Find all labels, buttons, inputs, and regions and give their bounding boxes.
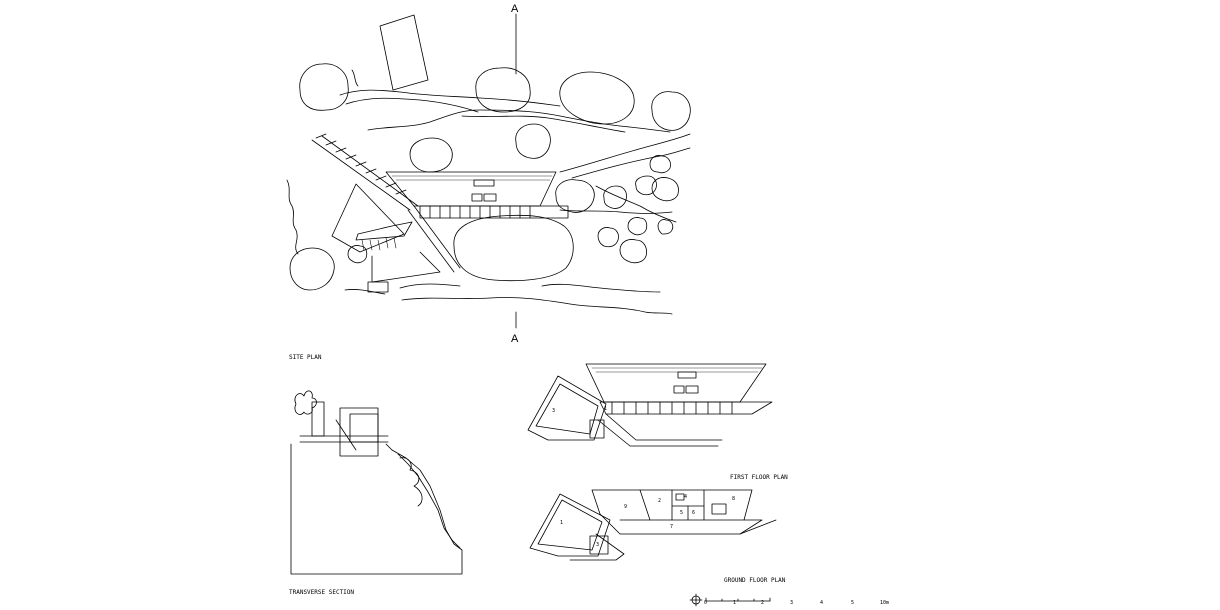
ground-floor-plan xyxy=(529,489,777,561)
tree xyxy=(475,67,531,113)
section-building-wing xyxy=(349,413,379,443)
gf-room-number: 5 xyxy=(680,510,683,516)
ff-skylight xyxy=(685,385,699,394)
site-plan-label: SITE PLAN xyxy=(289,354,322,361)
gf-fixture xyxy=(675,493,685,501)
tree xyxy=(627,217,648,236)
gf-stair-box xyxy=(589,535,609,555)
transverse-section xyxy=(290,390,463,575)
tilted-pad xyxy=(379,14,429,91)
gf-stair-ramp xyxy=(569,533,625,561)
gf-room-number: 6 xyxy=(692,510,695,516)
tree xyxy=(651,91,691,131)
gf-fixture xyxy=(711,503,727,515)
site-small-steps xyxy=(367,281,389,293)
gf-room-number: 4 xyxy=(684,494,687,500)
section-tree xyxy=(294,390,317,415)
transverse-section-label: TRANSVERSE SECTION xyxy=(289,589,354,596)
ff-roof-texture xyxy=(591,367,763,373)
gf-room-number: 2 xyxy=(658,498,661,504)
section-marker-top: A xyxy=(511,3,519,15)
tree xyxy=(597,227,619,248)
secondary-roof-annex xyxy=(355,221,413,241)
main-roof-texture xyxy=(391,175,553,181)
section-vegetation xyxy=(399,457,423,507)
first-floor-plan xyxy=(527,363,773,447)
scale-tick-label: 0 xyxy=(704,600,707,606)
gf-wall xyxy=(639,489,651,521)
ff-wing-inner xyxy=(535,383,599,435)
section-marker-bottom: A xyxy=(511,333,519,345)
gf-room-number: 8 xyxy=(732,496,735,502)
ff-main-roof xyxy=(585,363,767,403)
gf-room-number: 9 xyxy=(624,504,627,510)
contour-lines xyxy=(339,89,691,315)
ff-stair-box xyxy=(589,419,605,439)
scale-tick-label: 2 xyxy=(761,600,764,606)
tree xyxy=(651,177,679,202)
gf-room-number: 1 xyxy=(560,520,563,526)
ramp-line xyxy=(413,205,461,269)
tree xyxy=(619,239,647,264)
bush-edge xyxy=(286,179,299,255)
north-arrow-icon xyxy=(689,593,703,607)
scale-tick-label: 4 xyxy=(820,600,823,606)
ff-skylight xyxy=(673,385,685,394)
scale-tick-label: 3 xyxy=(790,600,793,606)
path-edge xyxy=(371,251,441,283)
gf-outline xyxy=(591,489,763,535)
bush-edge-small xyxy=(351,69,359,87)
ff-terrace xyxy=(599,401,773,415)
ff-stair-ramp xyxy=(605,413,723,441)
gf-room-number: 3 xyxy=(596,542,599,548)
ff-stair-ramp xyxy=(597,419,719,447)
tree xyxy=(555,179,595,213)
gf-slab-edge xyxy=(739,519,777,535)
tree xyxy=(657,219,674,235)
skylight xyxy=(473,179,495,187)
first-floor-plan-label: FIRST FLOOR PLAN xyxy=(730,474,788,481)
gf-wing xyxy=(529,493,611,557)
tree xyxy=(515,123,551,159)
section-ramp xyxy=(335,419,357,451)
section-ground xyxy=(290,443,463,575)
section-building-body xyxy=(339,407,379,457)
tree xyxy=(649,155,671,174)
ramp-line xyxy=(407,209,455,273)
site-stairs xyxy=(311,133,419,211)
section-ground-inner xyxy=(397,453,461,549)
terrace-strip xyxy=(419,205,569,219)
tree xyxy=(453,214,574,282)
annex-stairs xyxy=(361,237,397,251)
ground-floor-plan-label: GROUND FLOOR PLAN xyxy=(724,577,786,584)
ff-room-number: 3 xyxy=(552,408,555,414)
ff-room-number: 1 xyxy=(604,406,607,412)
scale-tick-label: 1 xyxy=(733,600,736,606)
secondary-roof xyxy=(331,183,405,253)
site-plan: A A xyxy=(286,3,691,345)
ff-skylight xyxy=(677,371,697,379)
tree xyxy=(603,185,627,209)
trees xyxy=(289,63,691,291)
skylight xyxy=(483,193,497,202)
gf-wing-inner xyxy=(537,499,603,551)
tree xyxy=(635,175,657,196)
gf-room-number: 7 xyxy=(670,524,673,530)
tree xyxy=(347,245,368,264)
tree xyxy=(559,71,635,125)
skylight xyxy=(471,193,483,202)
scale-tick-label: 5 xyxy=(851,600,854,606)
scale-bar xyxy=(705,597,771,602)
tree xyxy=(409,137,453,173)
tree xyxy=(289,247,335,291)
tree xyxy=(299,63,349,111)
scale-tick-label: 10m xyxy=(880,600,889,606)
